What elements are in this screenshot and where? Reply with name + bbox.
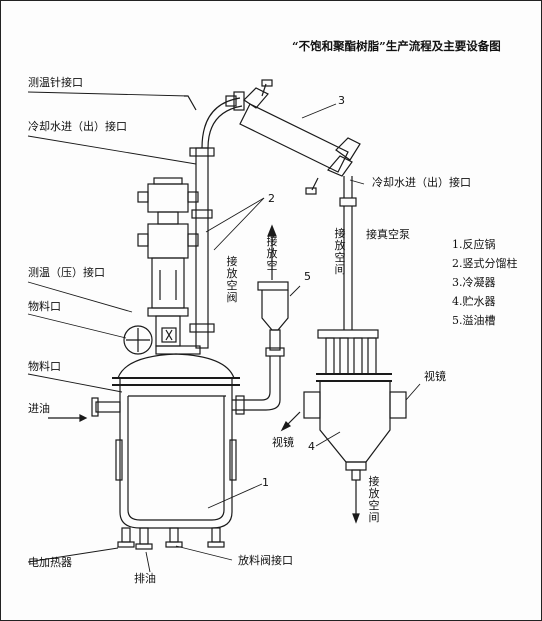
label-sight-glass-left: 视镜 (272, 436, 294, 449)
label-material-port-1: 物料口 (28, 300, 61, 313)
legend-item: 4.贮水器 (452, 295, 496, 308)
label-oil-in: 进油 (28, 402, 50, 415)
label-electric-heater: 电加热器 (28, 556, 72, 569)
reactor-bottom-nozzles (117, 527, 225, 550)
condenser (239, 79, 361, 195)
number-3: 3 (338, 94, 345, 107)
condenser-outlet-pipe (339, 176, 357, 330)
label-vacuum-pump: 接真空泵 (366, 228, 410, 241)
legend-item: 1.反应锅 (452, 238, 496, 251)
label-vent-2: 接放空 (266, 235, 278, 272)
number-4: 4 (308, 440, 315, 453)
legend-item: 5.溢油槽 (452, 314, 496, 327)
overflow-tank (257, 224, 289, 400)
label-vent-3a: 接放空间 (334, 228, 346, 276)
oil-inlet-nozzle (48, 397, 121, 422)
connecting-pipe (232, 391, 281, 415)
number-5: 5 (304, 270, 311, 283)
label-cool-water-right: 冷却水进（出）接口 (372, 176, 471, 189)
label-vent-1a: 接放空阀 (226, 256, 238, 304)
label-vent-1: 接放空阀 (226, 255, 238, 304)
label-thermo-port: 测温针接口 (28, 76, 83, 89)
label-oil-drain: 排油 (134, 572, 156, 585)
label-vent-3: 接放空间 (334, 227, 346, 276)
label-temp-press-port: 测温（压）接口 (28, 266, 105, 279)
legend-item: 3.冷凝器 (452, 276, 496, 289)
material-port-wheel (123, 325, 177, 355)
leader-lines (27, 91, 421, 573)
number-2: 2 (268, 192, 275, 205)
diagram-title: “不饱和聚酯树脂”生产流程及主要设备图 (292, 39, 501, 53)
label-sight-glass-right: 视镜 (424, 370, 446, 383)
legend-item: 2.竖式分馏柱 (452, 257, 518, 270)
label-material-port-2: 物料口 (28, 360, 61, 373)
equipment-legend: 1.反应锅 2.竖式分馏柱 3.冷凝器 4.贮水器 5.溢油槽 (452, 235, 518, 330)
water-tank (303, 329, 407, 524)
agitator-drive (137, 177, 199, 347)
label-vent-4: 接放空间 (368, 475, 380, 524)
label-valve-port: 放料阀接口 (238, 554, 293, 567)
label-vent-2a: 接放空 (266, 236, 278, 272)
fractionation-column (184, 91, 245, 349)
reactor-vessel (112, 345, 240, 529)
label-vent-4a: 接放空间 (368, 476, 380, 524)
number-1: 1 (262, 476, 269, 489)
label-cool-water-left: 冷却水进（出）接口 (28, 120, 127, 133)
